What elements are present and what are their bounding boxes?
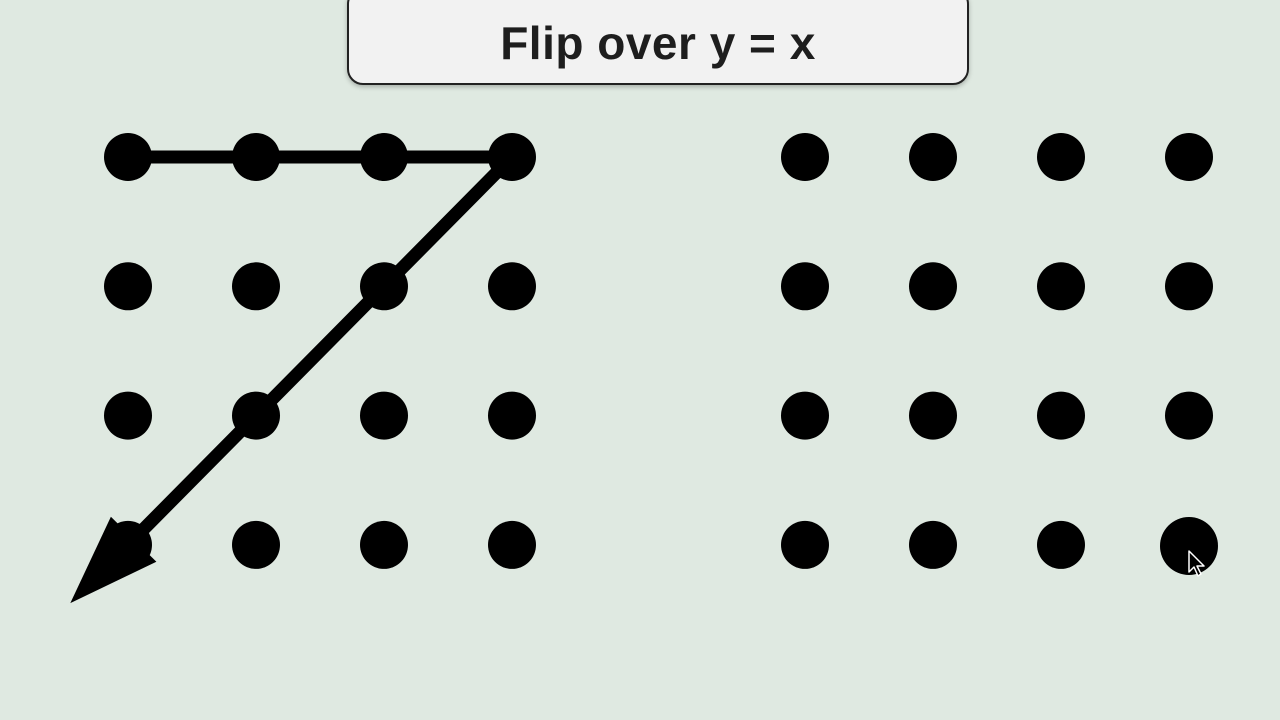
source-grid: [70, 133, 536, 604]
grid-dot[interactable]: [1165, 391, 1213, 440]
grid-dot[interactable]: [909, 391, 957, 440]
grid-dot: [360, 520, 408, 569]
grid-dot: [488, 520, 536, 569]
instruction-text: Flip over y = x: [500, 16, 816, 69]
pattern-line: [123, 150, 528, 550]
grid-dot[interactable]: [781, 520, 829, 569]
grid-dot: [104, 391, 152, 440]
grid-dot[interactable]: [781, 391, 829, 440]
arrowhead-icon: [70, 516, 157, 604]
answer-grid[interactable]: [781, 133, 1218, 575]
instruction-banner: Flip over y = x: [347, 0, 969, 85]
grid-dot[interactable]: [1037, 520, 1085, 569]
grid-dot[interactable]: [781, 133, 829, 181]
grid-dot: [232, 520, 280, 569]
mouse-pointer-icon: [1188, 550, 1205, 577]
grid-dot: [360, 391, 408, 440]
grid-dot: [104, 262, 152, 311]
grid-dot: [232, 262, 280, 311]
grid-dot[interactable]: [1165, 262, 1213, 311]
grid-dot[interactable]: [909, 262, 957, 311]
grid-dot[interactable]: [1037, 391, 1085, 440]
grid-dot[interactable]: [909, 520, 957, 569]
grid-dot: [488, 391, 536, 440]
grid-dot[interactable]: [1165, 133, 1213, 181]
grid-dot[interactable]: [1037, 262, 1085, 311]
grid-dot-hovered[interactable]: [1160, 517, 1218, 575]
grid-dot[interactable]: [1037, 133, 1085, 181]
grid-dot: [488, 262, 536, 311]
grid-dot[interactable]: [909, 133, 957, 181]
grid-dot[interactable]: [781, 262, 829, 311]
